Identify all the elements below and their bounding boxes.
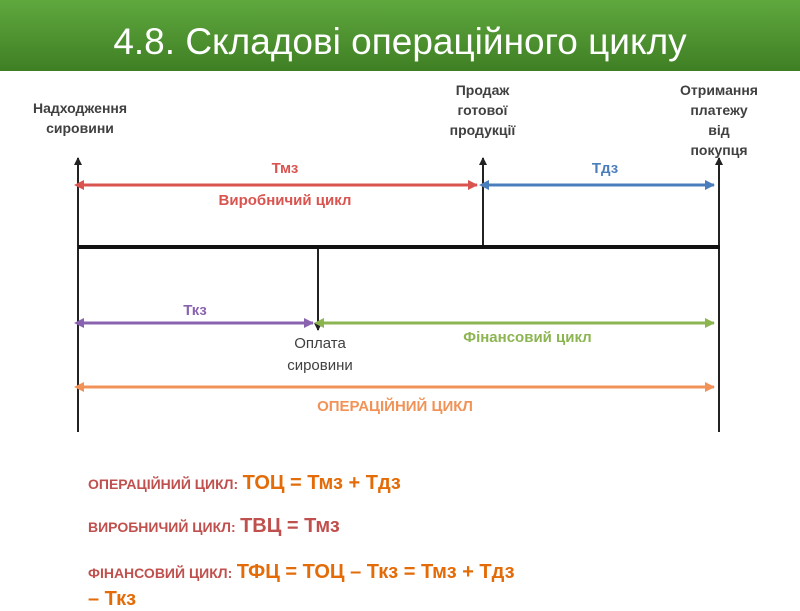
label-sale-line3: продукції xyxy=(449,122,516,138)
title-banner xyxy=(0,0,800,71)
formula-financial-expr: ТФЦ = ТОЦ – Ткз = Тмз + Тдз xyxy=(236,561,515,583)
label-production-cycle: Виробничий цикл xyxy=(218,192,352,209)
label-tkz: Ткз xyxy=(183,302,207,319)
formula-production-expr: ТВЦ = Тмз xyxy=(240,515,340,537)
formula-operating-name: ОПЕРАЦІЙНИЙ ЦИКЛ: xyxy=(88,476,239,492)
label-payment-line1: Оплата xyxy=(294,335,346,352)
label-payment-line2: сировини xyxy=(287,357,353,374)
label-payment: Оплата сировини xyxy=(260,333,380,377)
label-receipt-line1: Отримання xyxy=(680,82,758,98)
label-tmz: Тмз xyxy=(271,160,299,177)
formula-production-name: ВИРОБНИЧИЙ ЦИКЛ: xyxy=(88,519,236,535)
formula-operating-expr: ТОЦ = Тмз + Тдз xyxy=(242,472,401,494)
label-sale-line2: готової xyxy=(457,102,508,118)
label-tdz: Тдз xyxy=(591,160,619,177)
label-sale: Продаж готової продукції xyxy=(420,80,545,140)
formula-production: ВИРОБНИЧИЙ ЦИКЛ: ТВЦ = Тмз xyxy=(88,515,340,538)
formula-financial-name: ФІНАНСОВИЙ ЦИКЛ: xyxy=(88,565,233,581)
label-operating-cycle: ОПЕРАЦІЙНИЙ ЦИКЛ xyxy=(317,398,473,415)
label-financial-cycle: Фінансовий цикл xyxy=(463,329,592,346)
formula-financial-expr-cont: – Ткз xyxy=(88,588,137,610)
label-receipt: Отримання платежу від покупця xyxy=(660,80,778,160)
label-receipt-line4: покупця xyxy=(690,142,748,158)
label-receipt-line3: від xyxy=(708,122,730,138)
label-start: Надходження сировини xyxy=(32,100,128,136)
formula-financial: ФІНАНСОВИЙ ЦИКЛ: ТФЦ = ТОЦ – Ткз = Тмз +… xyxy=(88,561,515,584)
label-receipt-line2: платежу xyxy=(690,102,748,118)
label-sale-line1: Продаж xyxy=(455,82,510,98)
formula-operating: ОПЕРАЦІЙНИЙ ЦИКЛ: ТОЦ = Тмз + Тдз xyxy=(88,472,401,495)
page-title: 4.8. Складові операційного циклу xyxy=(113,21,687,62)
